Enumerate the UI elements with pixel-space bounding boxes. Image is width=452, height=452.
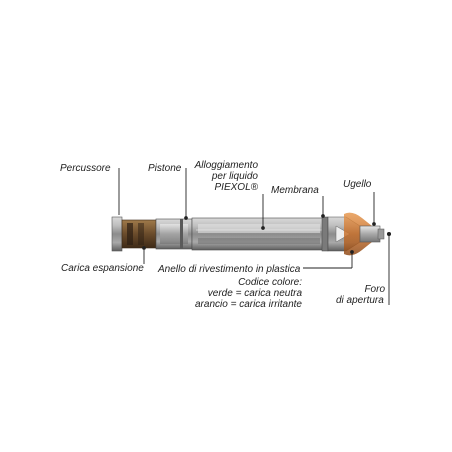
label-alloggiamento: Alloggiamento per liquido PIEXOL®	[190, 160, 258, 193]
membrane	[321, 216, 329, 252]
label-foro-line1: Foro	[364, 284, 385, 295]
label-alloggiamento-line3: PIEXOL®	[214, 182, 259, 193]
plastic-ring	[344, 212, 372, 256]
label-membrana: Membrana	[271, 185, 319, 196]
label-pistone: Pistone	[148, 163, 182, 174]
leader-lines	[118, 168, 392, 305]
label-percussore: Percussore	[60, 163, 111, 174]
label-codice-colore: Codice colore: verde = carica neutra ara…	[180, 277, 302, 310]
label-codice-colore-line1: Codice colore:	[238, 277, 302, 288]
label-foro-line2: di apertura	[336, 295, 384, 306]
label-alloggiamento-line2: per liquido	[211, 171, 258, 182]
nozzle	[359, 225, 381, 243]
liquid-housing	[191, 217, 325, 251]
label-foro: Foro di apertura	[336, 284, 385, 306]
label-carica-espansione: Carica espansione	[61, 263, 144, 274]
rear-rim	[111, 216, 123, 252]
label-codice-colore-line2: verde = carica neutra	[207, 288, 302, 299]
label-ugello: Ugello	[343, 179, 372, 190]
label-anello: Anello di rivestimento in plastica	[158, 264, 301, 275]
label-codice-colore-line3: arancio = carica irritante	[195, 299, 302, 310]
label-alloggiamento-line1: Alloggiamento	[194, 160, 258, 171]
